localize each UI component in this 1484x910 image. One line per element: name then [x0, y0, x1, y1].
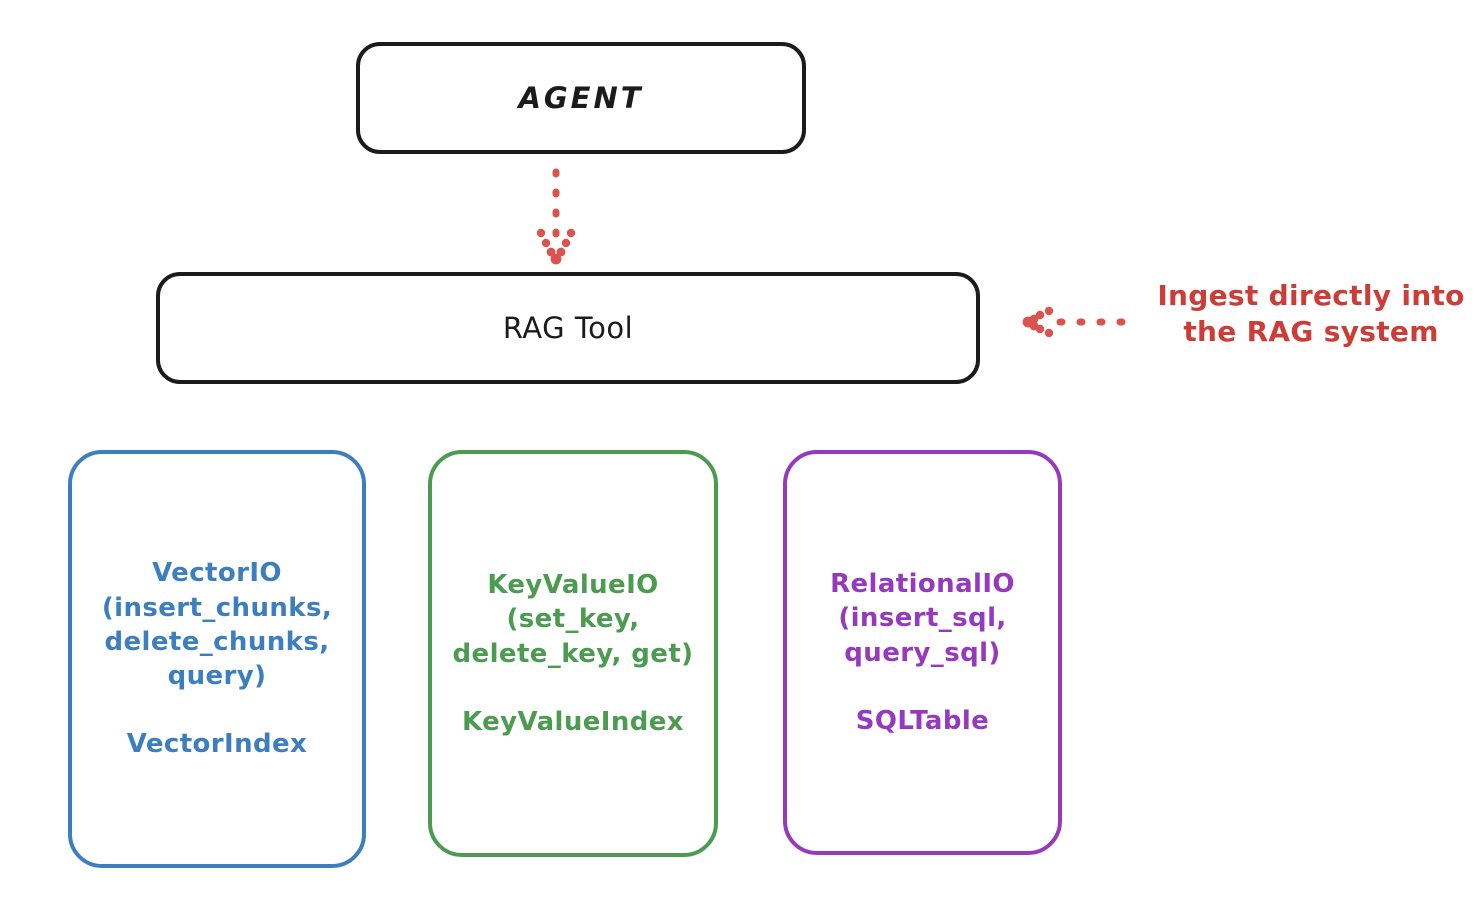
- annotation-ingest-label: Ingest directly into the RAG system: [1157, 279, 1465, 348]
- node-key-value-io[interactable]: KeyValueIO (set_key, delete_key, get) Ke…: [428, 450, 718, 857]
- connector-agent-to-rag-tool: [536, 168, 576, 265]
- node-agent-label: AGENT: [518, 81, 644, 115]
- node-key-value-io-type-label: KeyValueIndex: [462, 706, 684, 737]
- node-relational-io[interactable]: RelationalIO (insert_sql, query_sql) SQL…: [783, 450, 1062, 855]
- node-rag-tool[interactable]: RAG Tool: [156, 272, 980, 384]
- node-relational-io-type-label: SQLTable: [855, 705, 990, 736]
- node-key-value-io-api-label: KeyValueIO (set_key, delete_key, get): [452, 569, 694, 669]
- connector-ingest-to-rag-tool: [1022, 306, 1140, 338]
- node-vector-io[interactable]: VectorIO (insert_chunks, delete_chunks, …: [68, 450, 366, 868]
- node-rag-tool-label: RAG Tool: [502, 311, 634, 345]
- node-vector-io-type-label: VectorIndex: [126, 729, 308, 760]
- node-agent[interactable]: AGENT: [356, 42, 806, 154]
- node-relational-io-api-label: RelationalIO (insert_sql, query_sql): [830, 568, 1015, 668]
- node-vector-io-api-label: VectorIO (insert_chunks, delete_chunks, …: [101, 558, 333, 692]
